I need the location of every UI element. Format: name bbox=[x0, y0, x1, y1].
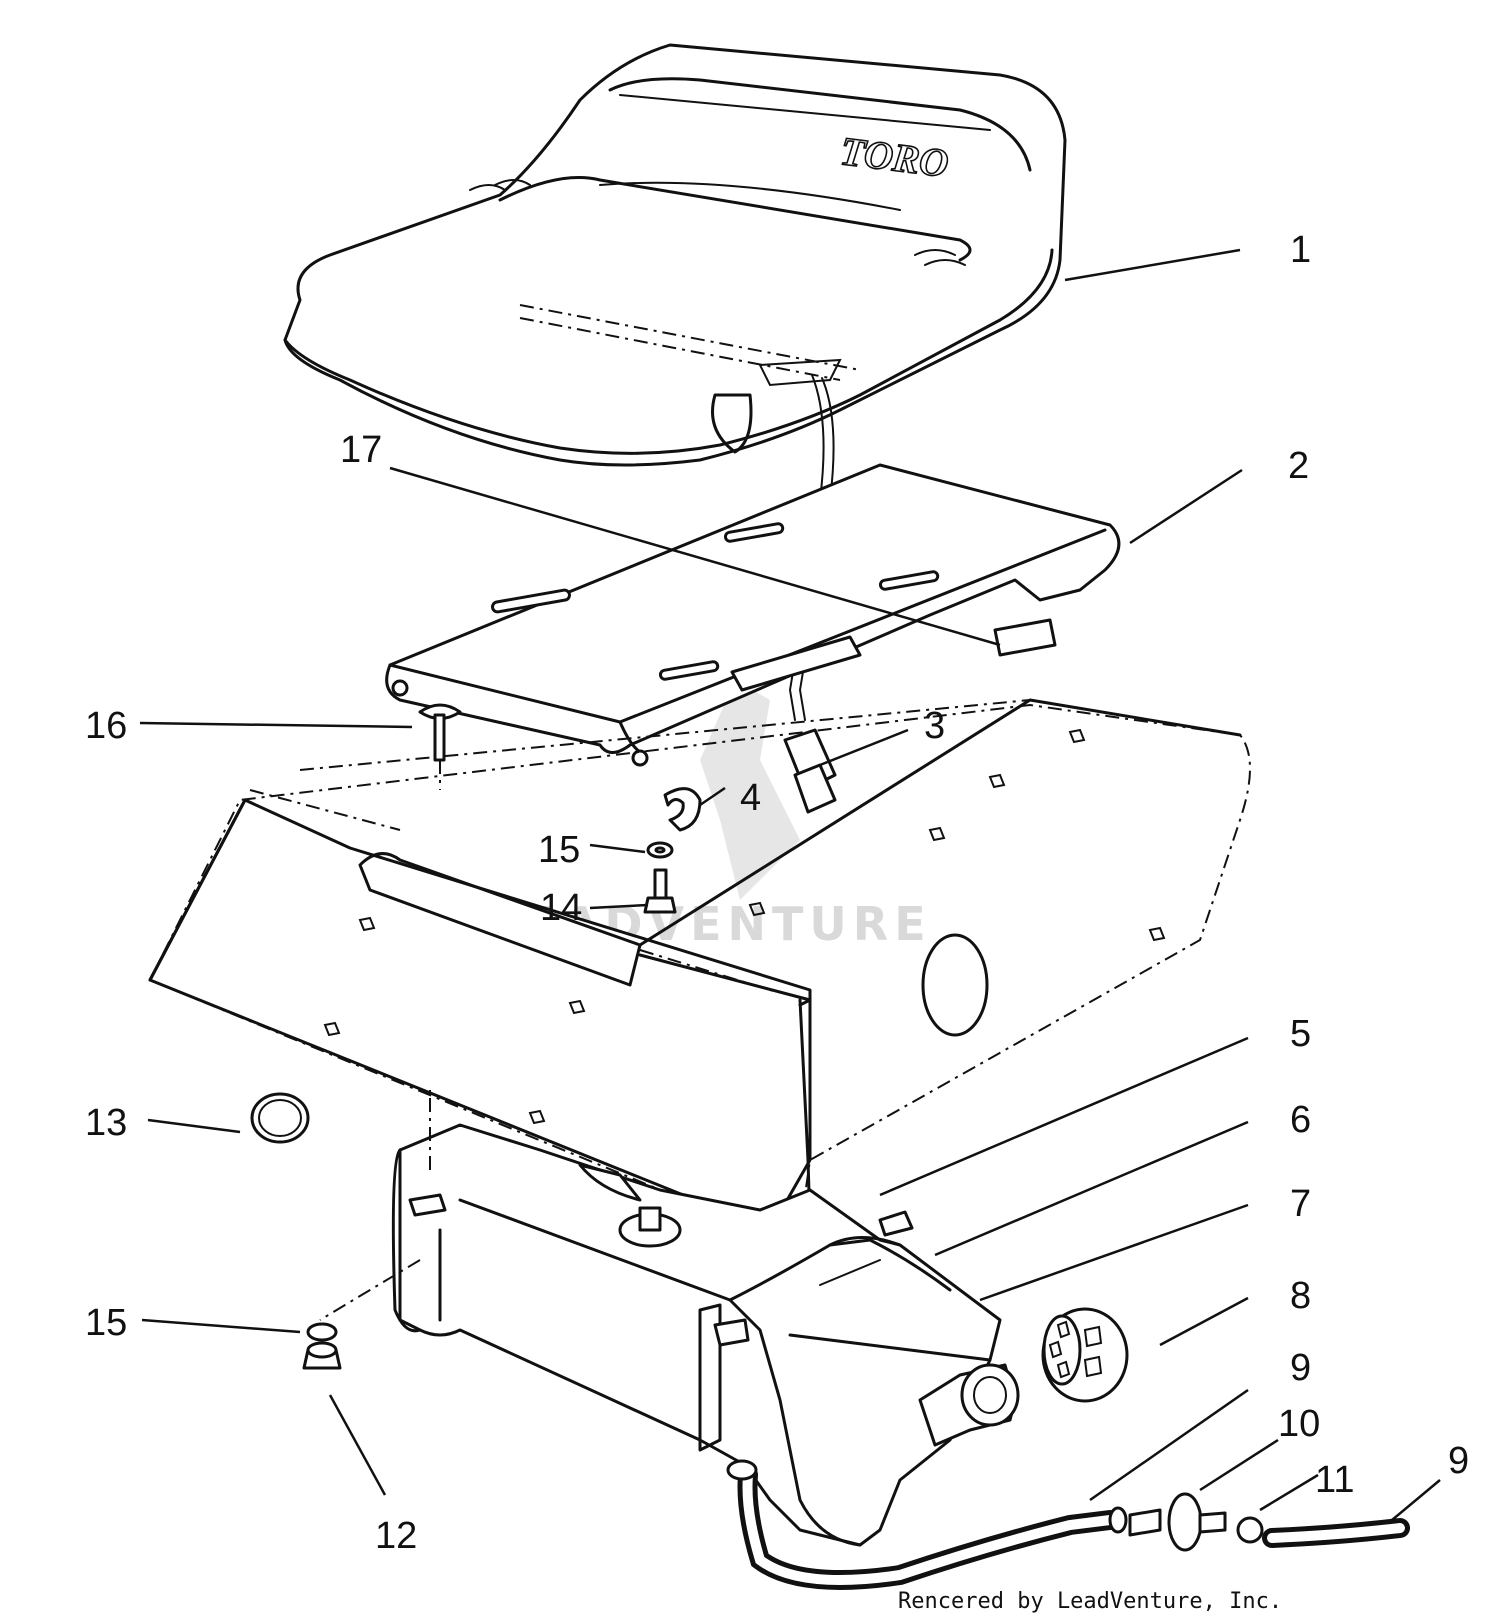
callout-16: 16 bbox=[85, 705, 127, 747]
fuel-filter bbox=[1128, 1492, 1227, 1552]
callout-9-right: 9 bbox=[1448, 1440, 1469, 1482]
credit-line: Rencered by LeadVenture, Inc. bbox=[898, 1589, 1282, 1614]
clip bbox=[663, 787, 702, 832]
callout-1: 1 bbox=[1290, 229, 1311, 271]
clamp-small bbox=[1236, 1516, 1264, 1544]
callout-9-upper: 9 bbox=[1290, 1347, 1311, 1389]
callout-3: 3 bbox=[924, 705, 945, 747]
carriage-bolt bbox=[418, 703, 462, 790]
hose-clamp bbox=[250, 1092, 310, 1144]
bolt-axis-2 bbox=[319, 1259, 421, 1321]
fuel-cap bbox=[1041, 1307, 1129, 1403]
callout-8: 8 bbox=[1290, 1275, 1311, 1317]
screw bbox=[643, 868, 677, 914]
hose-clamp-small bbox=[726, 1459, 1128, 1534]
callout-17: 17 bbox=[340, 429, 382, 471]
leader-lines bbox=[139, 248, 1441, 1521]
callout-7: 7 bbox=[1290, 1183, 1311, 1225]
callouts: 1 2 3 4 5 6 7 8 9 9 10 11 12 13 14 15 15… bbox=[85, 229, 1469, 1557]
callout-15-lower: 15 bbox=[85, 1302, 127, 1344]
callout-10: 10 bbox=[1278, 1403, 1320, 1445]
fuel-tank bbox=[391, 1123, 1020, 1547]
callout-15-upper: 15 bbox=[538, 829, 580, 871]
seat: TORO bbox=[283, 43, 1067, 467]
washer-upper bbox=[646, 841, 674, 859]
callout-4: 4 bbox=[740, 777, 761, 819]
fender bbox=[148, 698, 1251, 1237]
callout-12: 12 bbox=[375, 1515, 417, 1557]
callout-2: 2 bbox=[1288, 445, 1309, 487]
callout-11: 11 bbox=[1315, 1459, 1354, 1501]
seat-plate bbox=[385, 463, 1121, 767]
callout-14: 14 bbox=[540, 887, 582, 929]
callout-13: 13 bbox=[85, 1102, 127, 1144]
fuel-hose-right bbox=[1262, 1518, 1410, 1548]
washer-lower bbox=[306, 1322, 338, 1342]
nut bbox=[302, 1341, 342, 1370]
callout-6: 6 bbox=[1290, 1099, 1311, 1141]
seat-switch bbox=[783, 728, 837, 814]
callout-5: 5 bbox=[1290, 1013, 1311, 1055]
fuel-hose-left bbox=[737, 1465, 1120, 1590]
